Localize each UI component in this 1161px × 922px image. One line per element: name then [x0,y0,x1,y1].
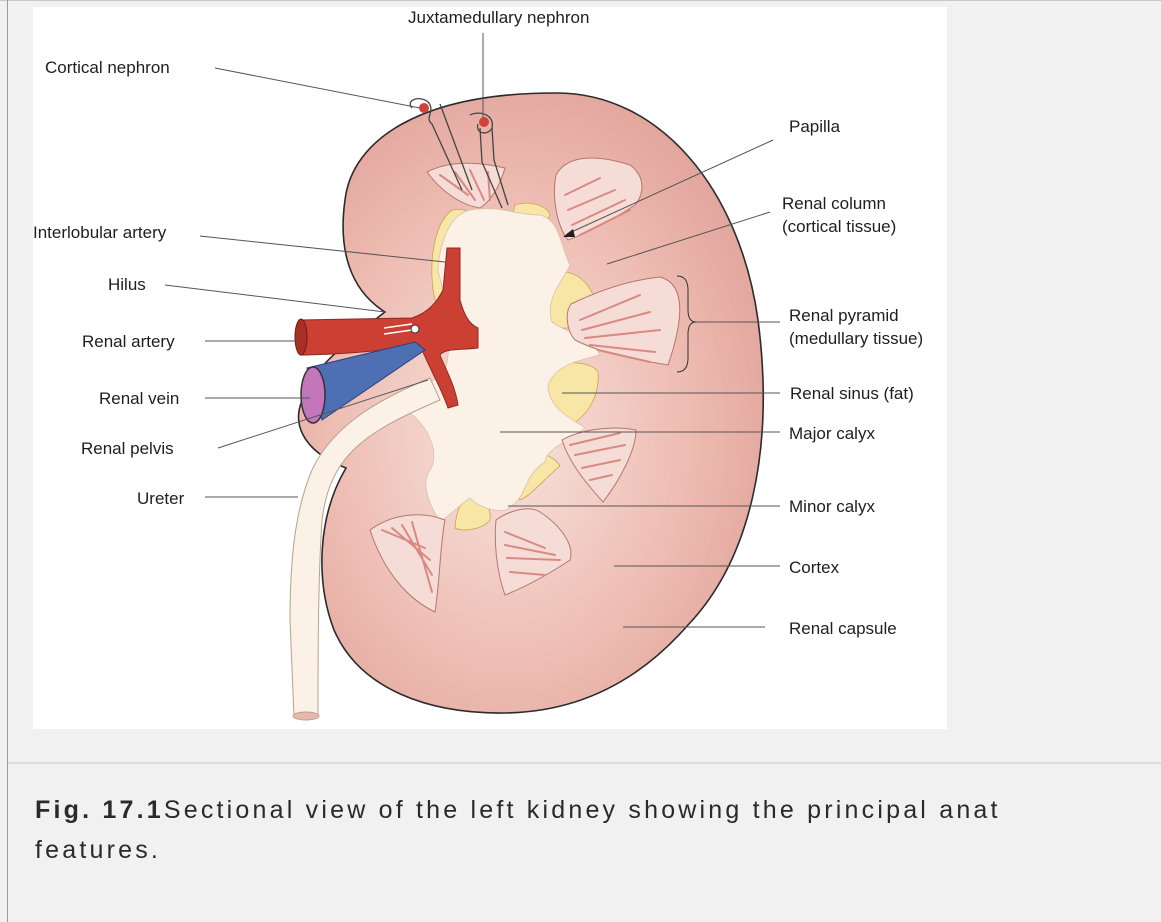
kidney-figure: Juxtamedullary nephron Cortical nephron … [33,7,947,729]
caption-figure-number: Fig. 17.1 [35,796,164,824]
label-renal-artery: Renal artery [82,332,175,351]
label-papilla: Papilla [789,117,841,136]
kidney-diagram: Juxtamedullary nephron Cortical nephron … [33,7,947,729]
caption-text: Sectional view of the left kidney showin… [164,796,1001,824]
label-cortical-nephron: Cortical nephron [45,58,170,77]
figure-caption: Fig. 17.1Sectional view of the left kidn… [35,790,1161,870]
renal-artery-lumen [295,319,307,355]
label-interlobular-artery: Interlobular artery [33,223,167,242]
label-juxtamedullary-nephron: Juxtamedullary nephron [408,8,589,27]
label-renal-capsule: Renal capsule [789,619,897,638]
label-renal-pelvis: Renal pelvis [81,439,174,458]
label-cortex: Cortex [789,558,840,577]
glomerulus-juxtamedullary [479,117,489,127]
label-renal-column: Renal column [782,194,886,213]
ureter-end [293,712,319,720]
label-renal-pyramid-sub: (medullary tissue) [789,329,923,348]
label-renal-vein: Renal vein [99,389,179,408]
left-border [7,0,8,922]
top-border [0,0,1161,1]
label-minor-calyx: Minor calyx [789,497,875,516]
caption-divider [8,762,1161,764]
glomerulus-cortical [419,103,429,113]
caption-text-line2: features. [35,836,161,864]
label-renal-column-sub: (cortical tissue) [782,217,896,236]
label-hilus: Hilus [108,275,146,294]
label-major-calyx: Major calyx [789,424,875,443]
label-renal-sinus: Renal sinus (fat) [790,384,914,403]
label-renal-pyramid: Renal pyramid [789,306,899,325]
label-ureter: Ureter [137,489,185,508]
